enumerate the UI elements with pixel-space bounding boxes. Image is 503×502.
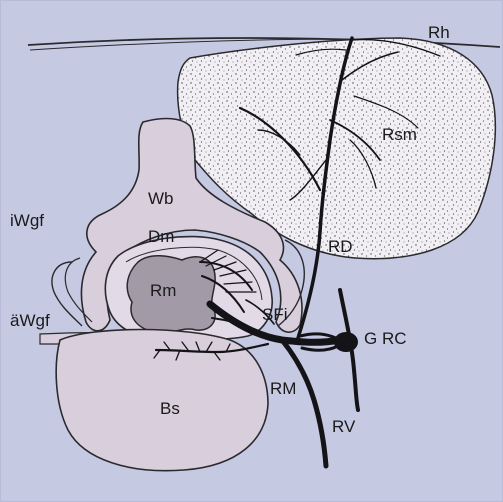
label-rm: RM [270, 379, 296, 398]
label-rd: RD [328, 237, 353, 256]
label-rsm: Rsm [382, 125, 417, 144]
label-awgf: äWgf [10, 311, 50, 330]
label-wb: Wb [148, 189, 174, 208]
label-rv: RV [332, 417, 356, 436]
sympathetic-ganglion [334, 332, 358, 352]
label-rh: Rh [428, 23, 450, 42]
label-rm-cord: Rm [150, 281, 176, 300]
label-sfi: SFi [262, 305, 288, 324]
label-dm: Dm [148, 227, 174, 246]
label-iwgf: iWgf [10, 211, 44, 230]
label-grc: G RC [364, 329, 407, 348]
label-bs: Bs [160, 399, 180, 418]
